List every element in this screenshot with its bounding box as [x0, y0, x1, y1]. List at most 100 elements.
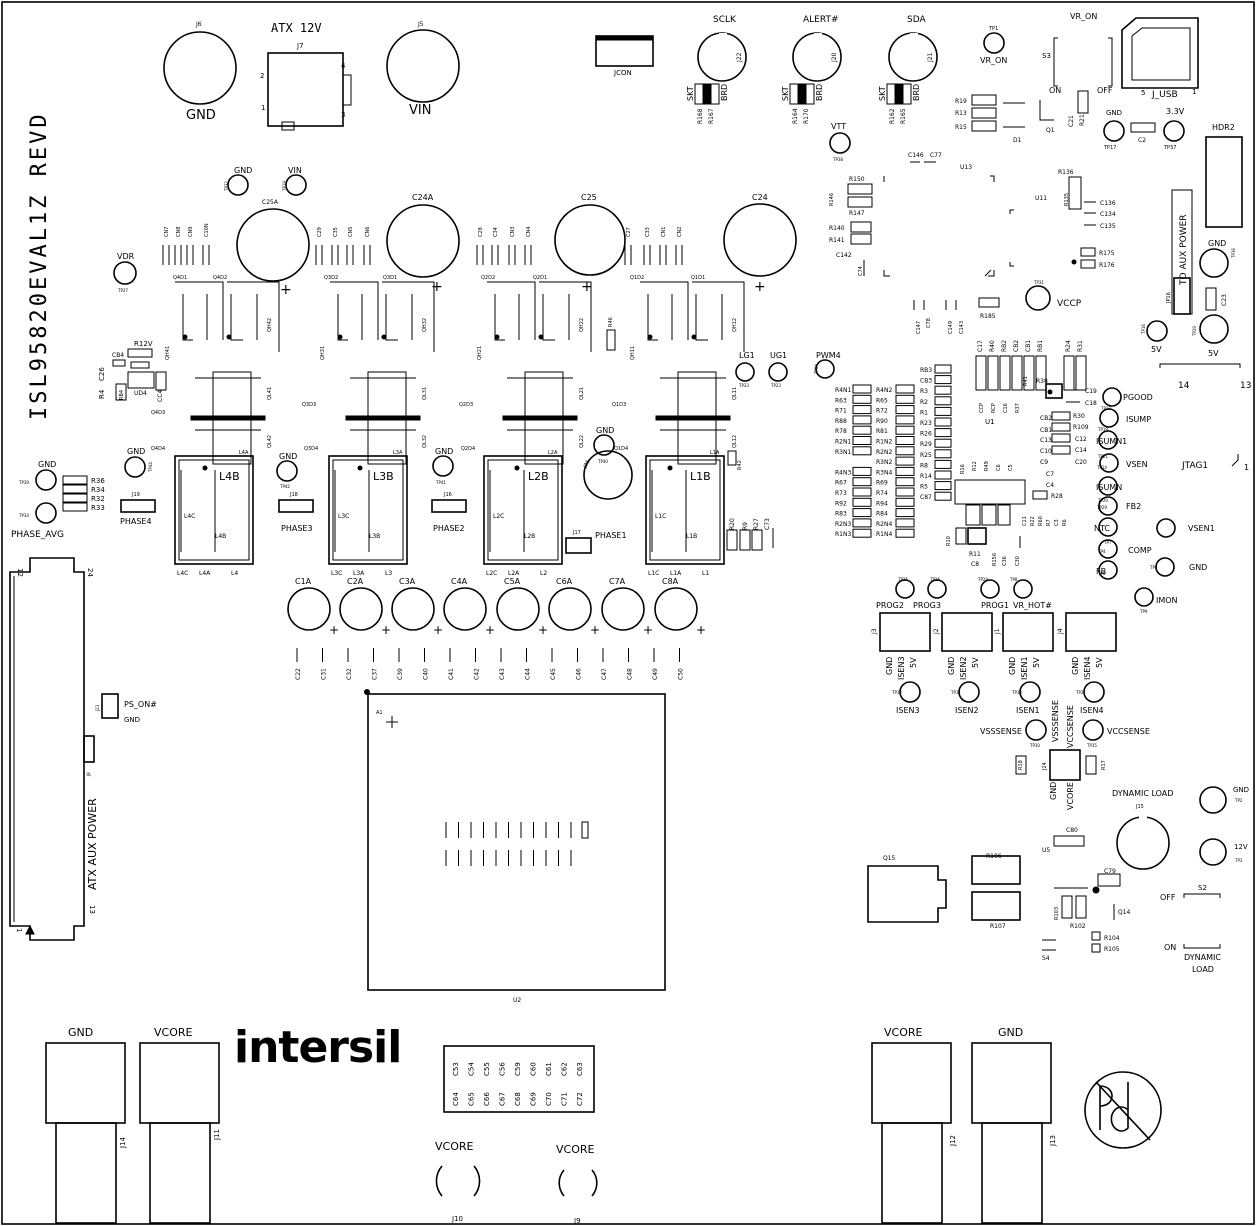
svg-text:C6: C6 — [996, 464, 1002, 471]
svg-text:Q15: Q15 — [883, 855, 896, 862]
atx-12v-connector[interactable]: ATX 12V J7 2 1 4 3 — [260, 21, 352, 131]
svg-text:C7: C7 — [1046, 471, 1054, 478]
phase2-jumper[interactable]: J16 PHASE2 — [431, 492, 467, 533]
vcore-probe-j9[interactable]: VCORE J9 — [556, 1143, 598, 1225]
phase4-jumper[interactable]: J19 PHASE4 — [120, 492, 156, 526]
resnet-label: R81 — [876, 428, 888, 435]
lg1-testpoint[interactable]: LG1 TP33 — [735, 351, 755, 388]
5v-tp16[interactable]: TP16 5V — [1141, 320, 1168, 354]
gnd-tp17[interactable]: GND TP17 — [1103, 109, 1125, 151]
tp-ref: TP14 — [1096, 465, 1107, 470]
cpu-socket-u2[interactable]: A1 U2 — [364, 689, 666, 1005]
svg-text:C79: C79 — [1104, 868, 1116, 875]
gnd-tp44[interactable]: GND TP44 — [124, 447, 153, 478]
vcore-probe-j10[interactable]: VCORE J10 — [435, 1140, 481, 1223]
phase3-jumper[interactable]: J18 PHASE3 — [278, 492, 314, 533]
svg-text:VIN: VIN — [288, 166, 302, 175]
atx-aux-connector[interactable]: 12 24 ATX AUX POWER 13 1 — [9, 557, 99, 941]
vdr-tp27[interactable]: VDR TP27 — [113, 252, 137, 293]
svg-text:VCORE: VCORE — [556, 1143, 595, 1156]
alert-jumper[interactable]: ALERT# J20 SKT BRD R164 R170 — [781, 15, 842, 124]
cap-big-label: C7A — [609, 577, 626, 586]
v33-tp37[interactable]: 3.3V TP37 — [1163, 107, 1185, 151]
gnd-binding-post-j13[interactable]: GND J13 — [971, 1026, 1057, 1224]
gnd-tp39[interactable]: GND TP39 — [18, 460, 57, 491]
svg-text:TP3: TP3 — [1234, 858, 1243, 863]
cap-array-label: C62 — [561, 1062, 569, 1076]
gnd-binding-post-j14[interactable]: GND J14 — [45, 1026, 127, 1224]
svg-text:R27: R27 — [753, 518, 760, 530]
vr-on-switch-s3[interactable]: S3 ON OFF — [1042, 37, 1113, 95]
svg-text:SKT: SKT — [878, 86, 887, 101]
cap-small-label: C22 — [295, 668, 302, 680]
tp-label: COMP — [1128, 546, 1152, 555]
vccp-testpoint[interactable]: TP31 VCCP — [1025, 280, 1082, 311]
cap-label: CN4 — [526, 227, 532, 237]
inductor-sub: L2C — [486, 570, 497, 577]
board-title: ISL95820EVAL1Z REVD — [27, 111, 52, 420]
svg-text:BRD: BRD — [815, 84, 824, 101]
gnd-tp36[interactable]: GND TP36 — [1199, 239, 1236, 278]
ps-on-jumper[interactable]: J23 PS_ON# GND J8 — [83, 693, 157, 777]
resnet-label: R84 — [876, 511, 888, 518]
sclk-jumper[interactable]: SCLK J22 SKT BRD R168 R167 — [686, 15, 747, 124]
dynamic-load[interactable]: DYNAMIC LOAD J15 GND TP2 12V TP3 U5 C80 … — [867, 786, 1249, 974]
phase1-probe[interactable]: J25 PHASE1 J17 — [565, 450, 633, 554]
svg-text:R135: R135 — [1064, 193, 1070, 206]
gnd-tp32[interactable]: GND TP32 — [224, 166, 252, 196]
svg-text:C36: C36 — [1002, 556, 1008, 566]
svg-text:C10: C10 — [1040, 448, 1052, 455]
svg-text:CCP: CCP — [979, 403, 985, 413]
jtag1-connector[interactable]: JTAG1 1 — [1181, 454, 1249, 472]
svg-text:VCORE: VCORE — [435, 1140, 474, 1153]
svg-text:VSSSENSE: VSSSENSE — [980, 727, 1022, 736]
svg-text:ATX 12V: ATX 12V — [271, 21, 322, 35]
gnd-tp41[interactable]: GND TP41 — [432, 447, 454, 485]
5v-tp29[interactable]: TP29 5V — [1192, 314, 1229, 358]
resnet-label: R1N2 — [876, 439, 892, 446]
pwm4-testpoint[interactable]: PWM4 TP04 — [814, 351, 841, 379]
svg-text:GND: GND — [435, 447, 453, 456]
resnet-label: R1N4 — [876, 531, 892, 538]
vcore-binding-post-j11[interactable]: VCORE J11 — [139, 1026, 221, 1224]
hdr2-header[interactable]: HDR2 — [1205, 123, 1243, 228]
vin-tp19[interactable]: VIN TP19 — [282, 166, 307, 196]
svg-text:C4: C4 — [1046, 482, 1054, 489]
q-label: Q3D1 — [383, 275, 397, 281]
cap-small-label: C32 — [346, 668, 353, 680]
svg-text:C14: C14 — [1075, 447, 1087, 454]
svg-text:VIN: VIN — [409, 103, 431, 118]
svg-text:C8: C8 — [971, 561, 979, 568]
vin-power-post[interactable]: J5 VIN — [386, 21, 460, 118]
vtt-tp38[interactable]: VTT TP38 — [829, 122, 851, 162]
vsssense-vccsense[interactable]: VSSSENSE TP30 VSSSENSE VCCSENSE TP35 VCC… — [980, 700, 1150, 810]
svg-text:R41: R41 — [1023, 376, 1029, 386]
gnd-tp40[interactable]: GND TP40 — [593, 426, 615, 464]
vcore-binding-post-j12[interactable]: VCORE J12 — [871, 1026, 957, 1224]
tp-label: GND — [1189, 563, 1207, 572]
svg-text:R168: R168 — [697, 108, 704, 124]
cap-small-label: C40 — [423, 668, 430, 680]
resnet-label: R1 — [920, 409, 928, 416]
svg-text:ON: ON — [1049, 86, 1061, 95]
svg-text:TP19: TP19 — [282, 181, 287, 192]
qh-label: QH42 — [267, 318, 273, 332]
svg-text:R165: R165 — [900, 108, 907, 124]
vr-on-testpoint[interactable]: TP1 VR_ON — [980, 26, 1007, 65]
jcon-header[interactable]: JCON — [595, 35, 654, 77]
prog-testpoints[interactable]: TP25 PROG2 TP26 PROG3 TP24 PROG1 TP8 VR_… — [876, 577, 1052, 610]
resnet-label: R69 — [876, 480, 888, 487]
ug1-testpoint[interactable]: UG1 TP23 — [768, 351, 788, 388]
usb-connector[interactable]: 5 J_USB 1 — [1121, 17, 1199, 100]
gnd-tp42[interactable]: GND TP42 — [276, 452, 298, 489]
signal-testpoints[interactable]: PGOODTP13ISUMPTP19ISUMN1TP21VSENTP14ISUM… — [1094, 387, 1215, 614]
phase-avg-testpoint[interactable]: TP34 PHASE_AVG — [11, 502, 64, 540]
svg-text:C2: C2 — [1138, 137, 1146, 144]
sda-jumper[interactable]: SDA J21 SKT BRD R162 R165 — [878, 15, 938, 124]
inductor-sub: L2B — [524, 533, 535, 540]
gnd-power-post[interactable]: J6 GND — [163, 21, 237, 123]
svg-text:ALERT#: ALERT# — [803, 15, 839, 25]
aux-power-jumper[interactable]: TO AUX POWER JP16 C23 — [1166, 189, 1228, 315]
